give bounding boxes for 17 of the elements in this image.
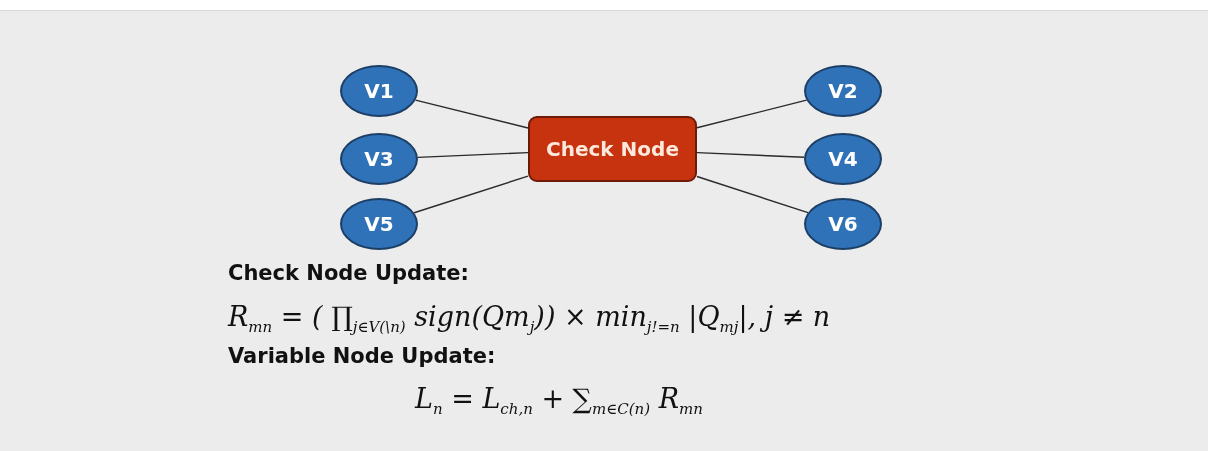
connector-line [696, 175, 809, 214]
connector-line [417, 151, 529, 159]
check-node-box: Check Node [528, 116, 697, 182]
variable-node-circle: V3 [340, 133, 418, 185]
formula: R$_{mn}$ = ( ∏$_{j∈V(\n)}$ sign(Qm$_{j}$)) × min$_{j!=n}$ |Q$_{mj}$|, j ≠ n [228, 301, 831, 337]
section-heading: Variable Node Update: [228, 344, 496, 368]
variable-node-circle: V5 [340, 198, 418, 250]
section-heading: Check Node Update: [228, 261, 469, 285]
connector-line [413, 175, 529, 214]
connector-line [414, 99, 529, 129]
connector-line [696, 99, 808, 129]
formula: L$_{n}$ = L$_{ch,n}$ + ∑$_{m∈C(n)}$ R$_{mn}$ [415, 383, 703, 419]
connector-line [696, 151, 805, 158]
variable-node-circle: V2 [804, 65, 882, 117]
variable-node-circle: V1 [340, 65, 418, 117]
variable-node-circle: V6 [804, 198, 882, 250]
variable-node-circle: V4 [804, 133, 882, 185]
